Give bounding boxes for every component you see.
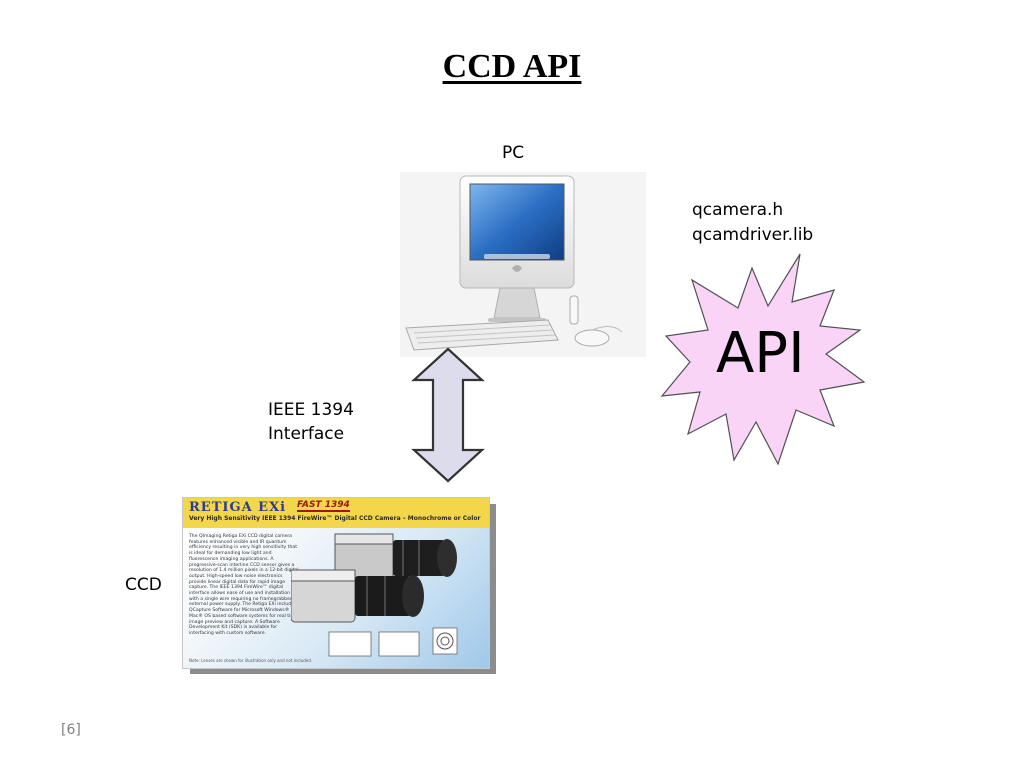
pc-illustration — [400, 172, 646, 357]
library-file-label: qcamdriver.lib — [692, 225, 814, 245]
brochure-brand: RETIGA EXi — [189, 500, 287, 515]
firewire-badge: FAST 1394 — [297, 500, 350, 512]
slide-title: CCD API — [442, 48, 582, 85]
slide-number: [6] — [61, 722, 81, 738]
api-starburst — [660, 253, 866, 466]
brochure-footnote: Note: Lenses are shown for illustration … — [189, 658, 313, 663]
bidirectional-arrow — [411, 347, 485, 483]
brochure-body-text: The QImaging Retiga EXi CCD digital came… — [189, 534, 300, 636]
ccd-camera-image — [291, 533, 458, 657]
api-label: API — [716, 321, 805, 386]
brochure-subtitle: Very High Sensitivity IEEE 1394 FireWire… — [189, 515, 481, 522]
brochure-header — [183, 498, 489, 528]
header-file-label: qcamera.h — [692, 200, 784, 220]
camera-brochure: RETIGA EXi FAST 1394 Very High Sensitivi… — [182, 497, 490, 669]
ccd-label: CCD — [125, 575, 162, 595]
pc-label: PC — [502, 143, 525, 163]
interface-type-label: Interface — [268, 424, 345, 444]
interface-name-label: IEEE 1394 — [268, 400, 354, 420]
